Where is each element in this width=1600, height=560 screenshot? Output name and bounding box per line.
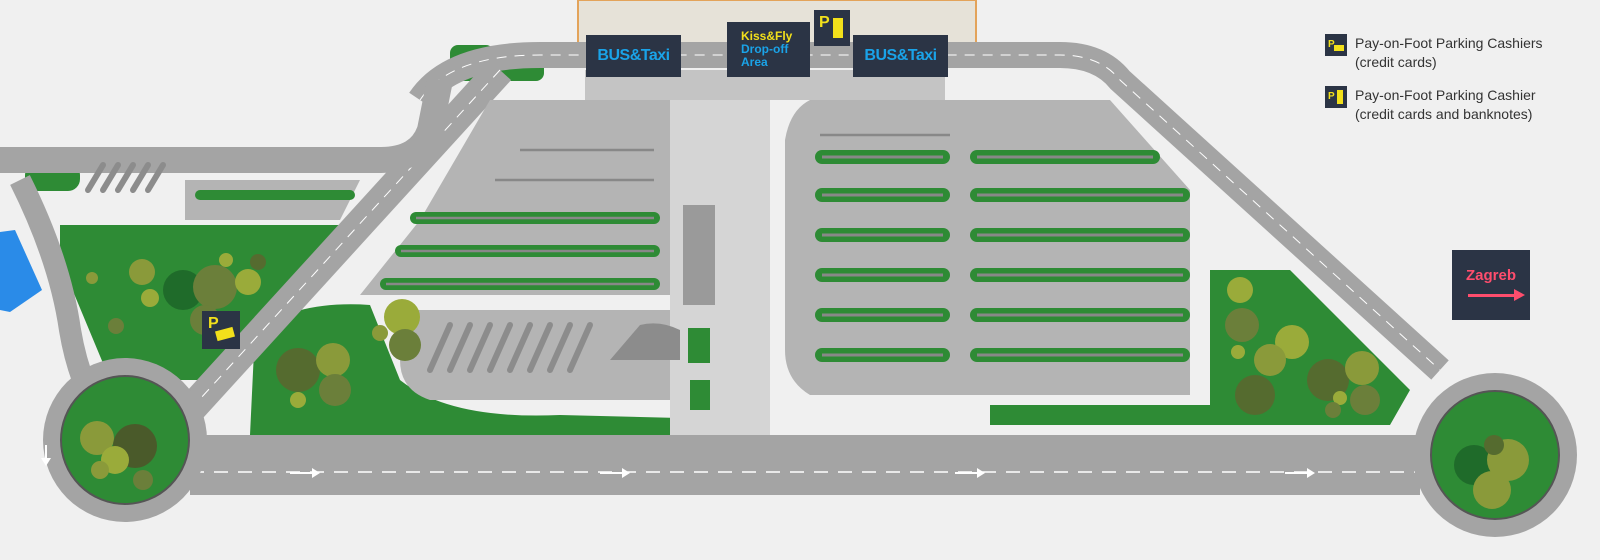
kiss-fly-line2: Drop-off	[741, 42, 789, 56]
parking-letter: P	[819, 14, 830, 31]
parking-island-lower	[610, 323, 680, 360]
parking-row-centerlines-east	[822, 155, 1183, 357]
bus-taxi-sign-left: BUS&Taxi	[586, 35, 681, 77]
kiss-fly-sign: Kiss&Fly Drop-off Area	[727, 22, 810, 77]
plaza-checker	[683, 205, 715, 305]
roundabout-east	[1413, 373, 1577, 537]
parking-letter: P	[1328, 39, 1335, 50]
zagreb-label: Zagreb	[1466, 267, 1517, 284]
west-road	[0, 77, 453, 173]
diagonal-road-west-line	[189, 69, 501, 411]
kiss-fly-title: Kiss&Fly	[741, 29, 793, 43]
plaza-building-1	[688, 328, 710, 363]
legend-item-card-cash: P Pay-on-Foot Parking Cashier (credit ca…	[1325, 86, 1585, 124]
legend-label-2a: Pay-on-Foot Parking Cashier	[1355, 87, 1536, 103]
kiss-fly-line3: Area	[741, 55, 768, 69]
roundabout-west	[43, 358, 207, 522]
plaza-building-2	[690, 380, 710, 410]
parking-letter: P	[1328, 91, 1335, 102]
cash-symbol-icon	[833, 18, 843, 38]
parking-card-icon: P	[1325, 34, 1347, 56]
direction-arrows	[41, 445, 1315, 478]
main-road-bottom	[190, 435, 1420, 495]
cash-symbol-icon	[1337, 90, 1343, 104]
legend-label-1b: (credit cards)	[1355, 54, 1437, 70]
legend-item-card: P Pay-on-Foot Parking Cashiers (credit c…	[1325, 34, 1585, 72]
legend-label-2b: (credit cards and banknotes)	[1355, 106, 1533, 122]
parking-card-icon-map[interactable]: P	[202, 311, 240, 349]
legend: P Pay-on-Foot Parking Cashiers (credit c…	[1325, 34, 1585, 138]
grass-east	[990, 270, 1410, 425]
trees	[86, 253, 1380, 418]
access-road-top-line	[419, 54, 1441, 371]
card-symbol-icon	[1334, 45, 1344, 51]
bus-taxi-sign-right: BUS&Taxi	[853, 35, 948, 77]
legend-label-1a: Pay-on-Foot Parking Cashiers	[1355, 35, 1543, 51]
parking-letter: P	[208, 315, 219, 332]
diagonal-parking-bays	[85, 162, 593, 373]
zagreb-direction-sign[interactable]: Zagreb	[1452, 250, 1530, 320]
parking-card-cash-icon: P	[1325, 86, 1347, 108]
parking-area-center-west	[360, 100, 670, 295]
parking-card-cash-icon[interactable]: P	[814, 10, 850, 46]
parking-row-centerlines-west	[386, 133, 950, 286]
arrow-right-icon	[1468, 289, 1525, 301]
building-west-edge	[0, 230, 42, 312]
